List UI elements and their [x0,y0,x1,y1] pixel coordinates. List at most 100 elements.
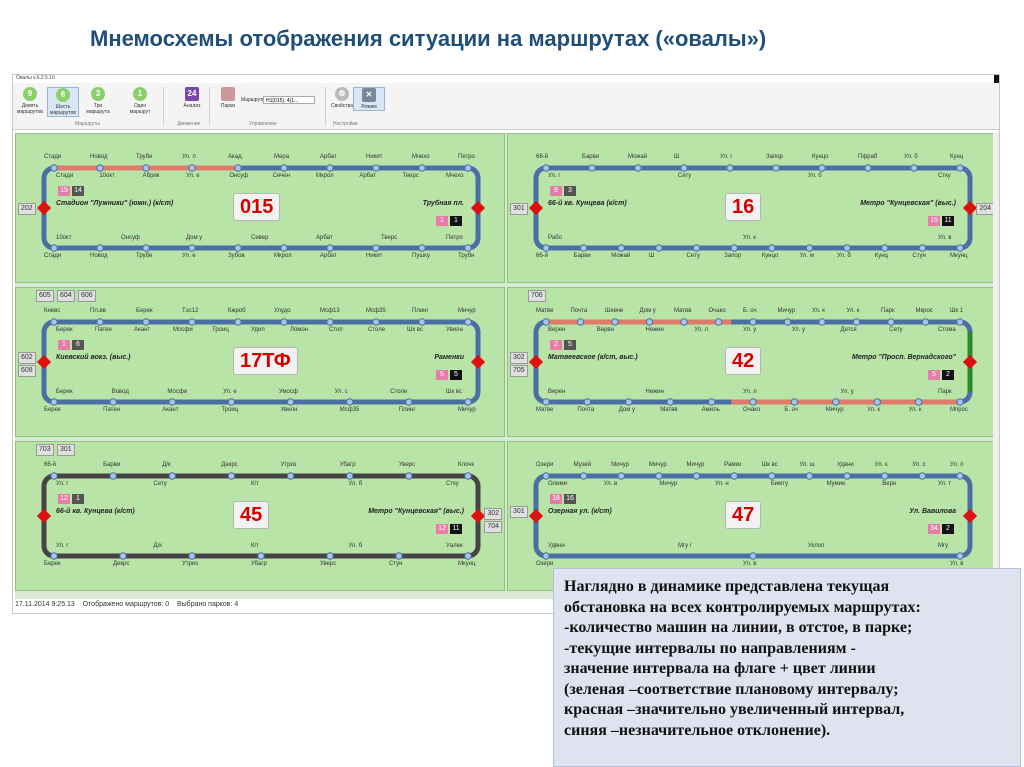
button-label: Один маршрут [129,103,151,115]
stop-marker [873,398,881,406]
status-datetime: 17.11.2014 9:25:13 [15,601,75,608]
terminal-name-left: Матвеевское (к/ст, выс.) [548,354,638,361]
park-tag: 703 [36,444,54,456]
station-label: Барви [573,253,591,259]
station-label: Ш [674,154,680,160]
station-label: Мсф35 [366,308,386,314]
terminal-name-left: Киевский вокз. (выс.) [56,354,131,361]
station-label: Акант [162,407,179,413]
station-label: Ул. в [938,235,952,241]
button-label: Режим [361,104,377,110]
station-label: Берек [56,327,73,333]
terminal-marker [470,508,486,524]
station-label: К/т [251,481,259,487]
stop-marker [464,244,472,252]
circle-icon: 6 [56,88,70,102]
station-label: Ул. г [56,543,69,549]
stop-marker [583,398,592,406]
nine-routes-button[interactable]: 9 Девять маршрутов [15,87,45,115]
station-label: Стади [56,173,74,179]
circle-icon: 9 [23,87,37,101]
park-tag: 706 [528,290,546,302]
six-routes-button[interactable]: 6 Шесть маршрутов [47,87,79,117]
station-label: Сету [678,173,692,179]
one-route-button[interactable]: 1 Один маршрут [125,87,155,115]
park-tag: 606 [78,290,96,302]
gear-icon: ⚙ [335,87,349,101]
stop-marker [666,398,674,406]
terminal-name-right: Метро "Просп. Вернадского" [852,354,956,361]
group-label: Маршруты [75,121,100,127]
button-label: Парки [220,103,236,109]
stop-marker [579,472,588,480]
route-oval [36,164,486,252]
status-shown: Отображено маршрутов: 0 [82,601,170,608]
analysis-button[interactable]: 24 Анализ [177,87,207,109]
station-label: Онсуф [229,173,249,179]
stop-marker [914,398,923,406]
park-tag: 302 [510,352,528,364]
station-label: Парк [938,389,952,395]
station-label: Ул. б [904,154,918,160]
slide-title: Мнемосхемы отображения ситуации на маршр… [90,26,767,51]
station-label: Мгу [938,543,949,549]
properties-button[interactable]: ⚙ Свойства [327,87,357,109]
route-oval [528,318,978,406]
parks-button[interactable]: Парки [213,87,243,109]
station-label: Амиль [701,407,720,413]
stop-marker [805,472,814,480]
stop-marker [96,318,104,326]
stop-marker [326,244,334,252]
books-icon [221,87,235,101]
button-label: Анализ [183,103,201,109]
stop-marker [227,472,236,480]
count-tag: 2 [942,524,954,534]
station-label: Вовод [111,389,129,395]
stop-marker [617,472,625,480]
station-label: Дом у [639,308,656,314]
station-label: Озери [536,561,554,567]
route-number: 45 [233,501,270,529]
stop-marker [50,244,58,252]
explanation-line: синяя –незначительное отклонение). [564,721,831,739]
interval-tag: 5 [928,370,940,380]
stop-marker [464,552,472,560]
stop-marker [372,244,380,252]
station-label: Стади [44,154,62,160]
stop-marker [918,244,927,252]
station-label: Стоп [329,327,343,333]
stop-marker [280,164,288,172]
routes-select[interactable]: Н1(015), 4(1... [263,96,315,104]
station-label: Арбат [359,173,376,179]
station-label: Стку [446,481,459,487]
terminal-marker [962,354,978,370]
stop-marker [655,472,663,480]
calendar-icon: 24 [185,87,199,101]
stop-marker [790,398,799,406]
stop-marker [617,244,625,252]
expand-icon: ✕ [362,88,376,102]
station-label: Новод [90,253,108,259]
station-label: Ул. с [334,389,348,395]
station-label: Матвв [674,308,692,314]
station-label: Ул. к [846,308,860,314]
count-tag: 1 [450,216,462,226]
terminal-marker [962,200,978,216]
scrollbar[interactable] [993,133,999,599]
station-label: Верен [548,389,566,395]
station-label: Верн [882,481,897,487]
station-label: Уверс [398,462,416,468]
count-tag: 2 [942,370,954,380]
stop-marker [645,318,654,326]
station-label: Матве [536,407,554,413]
station-label: Мкунц [950,253,968,259]
station-label: Столе [390,389,408,395]
three-routes-button[interactable]: 3 Три маршрута [83,87,113,115]
mode-button[interactable]: ✕ Режим [353,87,385,111]
